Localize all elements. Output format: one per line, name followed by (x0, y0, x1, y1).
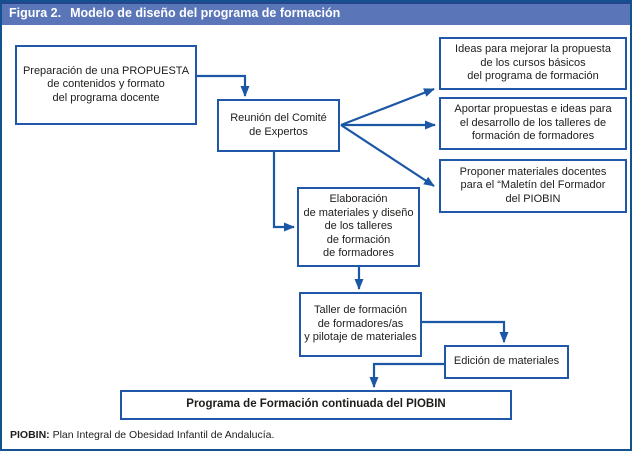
figure-footnote: PIOBIN: Plan Integral de Obesidad Infant… (10, 429, 274, 441)
connector-propuesta-to-comite (197, 74, 250, 97)
box-programa-line: Programa de Formación continuada del PIO… (186, 398, 446, 411)
box-ideas-line: de los cursos básicos (480, 56, 586, 69)
box-comite: Reunión del Comité de Expertos (217, 99, 340, 152)
box-proponer-line: del PIOBIN (505, 192, 561, 205)
box-proponer-line: Proponer materiales docentes (459, 165, 607, 178)
box-elaboracion-line: de formación (326, 233, 391, 246)
box-aportar-line: formación de formadores (471, 130, 595, 143)
box-propuesta-line: Preparación de una PROPUESTA (22, 64, 190, 77)
box-taller-line: y pilotaje de materiales (304, 331, 417, 344)
box-comite-line: Reunión del Comité (230, 112, 327, 124)
footnote-abbr: PIOBIN: (10, 429, 50, 441)
box-propuesta-line: de contenidos y formato (47, 78, 165, 91)
box-edicion-line: Edición de materiales (453, 355, 560, 368)
box-aportar-line: Aportar propuestas e ideas para (454, 103, 612, 116)
box-comite-line: de Expertos (249, 125, 308, 138)
figure-label: Figura 2. (9, 6, 62, 20)
box-programa: Programa de Formación continuada del PIO… (120, 390, 512, 420)
connector-edicion-to-programa (369, 362, 444, 388)
connector-taller-to-edicion (422, 320, 509, 343)
connector-comite-to-elaboracion (272, 152, 295, 232)
box-aportar: Aportar propuestas e ideas para el desar… (439, 97, 627, 150)
box-taller-line: de formadores/as (317, 317, 404, 330)
box-propuesta: Preparación de una PROPUESTA de contenid… (15, 45, 197, 125)
box-proponer: Proponer materiales docentes para el “Ma… (439, 159, 627, 213)
box-edicion: Edición de materiales (444, 345, 569, 379)
box-elaboracion-line: de formadores (323, 247, 394, 260)
box-taller-line: Taller de formación (314, 304, 407, 317)
box-ideas-line: del programa de formación (467, 70, 599, 83)
footnote-text: Plan Integral de Obesidad Infantil de An… (49, 429, 275, 441)
box-proponer-line: para el “Maletín del Formador (460, 179, 606, 192)
box-elaboracion-line: de materiales y diseño (303, 206, 414, 219)
box-ideas: Ideas para mejorar la propuesta de los c… (439, 37, 627, 90)
box-elaboracion: Elaboración de materiales y diseño de lo… (297, 187, 420, 267)
box-elaboracion-line: Elaboración (329, 193, 388, 206)
connector-comite-to-proponer (340, 124, 435, 187)
figure-title: Modelo de diseño del programa de formaci… (70, 6, 341, 20)
figure-titlebar: Figura 2. Modelo de diseño del programa d… (2, 2, 630, 25)
box-taller: Taller de formación de formadores/as y p… (299, 292, 422, 357)
box-aportar-line: el desarrollo de los talleres de (459, 116, 607, 129)
box-ideas-line: Ideas para mejorar la propuesta (455, 43, 611, 56)
box-propuesta-line: del programa docente (52, 91, 160, 104)
box-elaboracion-line: de los talleres (324, 220, 393, 233)
connector-comite-to-ideas (340, 87, 435, 127)
